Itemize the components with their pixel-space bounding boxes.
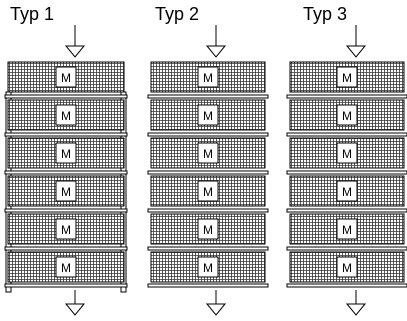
module: M xyxy=(7,61,125,93)
module: M xyxy=(4,132,128,169)
output-arrow xyxy=(64,290,86,316)
module: M xyxy=(4,94,128,131)
type-3-label: Typ 3 xyxy=(303,4,347,24)
motor-label: M xyxy=(61,147,71,161)
module: M xyxy=(147,208,269,245)
type-2-label: Typ 2 xyxy=(155,4,199,24)
separator-bar xyxy=(147,170,269,175)
motor-box xyxy=(336,142,358,164)
module: M xyxy=(4,208,128,245)
motor-box xyxy=(336,180,358,202)
separator-bar xyxy=(147,132,269,137)
type-3-column: M M M M M M xyxy=(286,25,407,316)
separator-bar xyxy=(147,246,269,251)
motor-label: M xyxy=(342,223,352,237)
module: M xyxy=(4,170,128,207)
type-1-column: M M M M M M xyxy=(4,25,128,316)
motor-box xyxy=(336,218,358,240)
module: M xyxy=(147,170,269,207)
motor-label: M xyxy=(203,71,213,85)
motor-box xyxy=(55,104,77,126)
shelf-bar xyxy=(286,170,407,175)
motor-label: M xyxy=(342,71,352,85)
motor-box xyxy=(197,104,219,126)
motor-box xyxy=(197,142,219,164)
motor-box xyxy=(197,180,219,202)
module: M xyxy=(4,246,128,283)
shelf-bar xyxy=(286,132,407,137)
motor-label: M xyxy=(203,185,213,199)
module: M xyxy=(286,246,407,283)
motor-label: M xyxy=(61,71,71,85)
output-arrow xyxy=(205,290,227,316)
motor-box xyxy=(55,66,77,88)
motor-label: M xyxy=(61,109,71,123)
type-2-column: M M M M M M xyxy=(147,25,269,316)
motor-label: M xyxy=(61,185,71,199)
base-bar xyxy=(147,283,269,288)
motor-box xyxy=(336,66,358,88)
output-arrow xyxy=(345,290,367,316)
module: M xyxy=(286,170,407,207)
motor-box xyxy=(336,104,358,126)
shelf-bar xyxy=(286,208,407,213)
input-arrow xyxy=(64,25,86,58)
motor-label: M xyxy=(342,109,352,123)
motor-label: M xyxy=(61,261,71,275)
motor-label: M xyxy=(203,147,213,161)
module: M xyxy=(147,94,269,131)
module: M xyxy=(147,246,269,283)
shelf-bar xyxy=(4,208,128,213)
module: M xyxy=(286,132,407,169)
base-bar xyxy=(286,283,407,288)
motor-label: M xyxy=(342,185,352,199)
motor-box xyxy=(197,218,219,240)
motor-box xyxy=(336,256,358,278)
input-arrow xyxy=(345,25,367,58)
motor-label: M xyxy=(342,261,352,275)
motor-box xyxy=(197,66,219,88)
motor-box xyxy=(55,180,77,202)
motor-box xyxy=(55,142,77,164)
shelf-bar xyxy=(4,132,128,137)
shelf-bar xyxy=(286,94,407,99)
module: M xyxy=(289,61,405,93)
module: M xyxy=(150,61,266,93)
motor-box xyxy=(55,256,77,278)
shelf-bar xyxy=(4,170,128,175)
motor-box xyxy=(55,218,77,240)
separator-bar xyxy=(147,208,269,213)
motor-label: M xyxy=(61,223,71,237)
type-1-label: Typ 1 xyxy=(10,4,54,24)
input-arrow xyxy=(205,25,227,58)
motor-label: M xyxy=(203,223,213,237)
module: M xyxy=(286,94,407,131)
shelf-bar xyxy=(286,246,407,251)
motor-label: M xyxy=(342,147,352,161)
motor-box xyxy=(197,256,219,278)
motor-label: M xyxy=(203,109,213,123)
shelf-bar xyxy=(4,246,128,251)
module: M xyxy=(286,208,407,245)
separator-bar xyxy=(147,94,269,99)
motor-label: M xyxy=(203,261,213,275)
module: M xyxy=(147,132,269,169)
base-bar xyxy=(4,283,128,288)
shelf-bar xyxy=(4,94,128,99)
